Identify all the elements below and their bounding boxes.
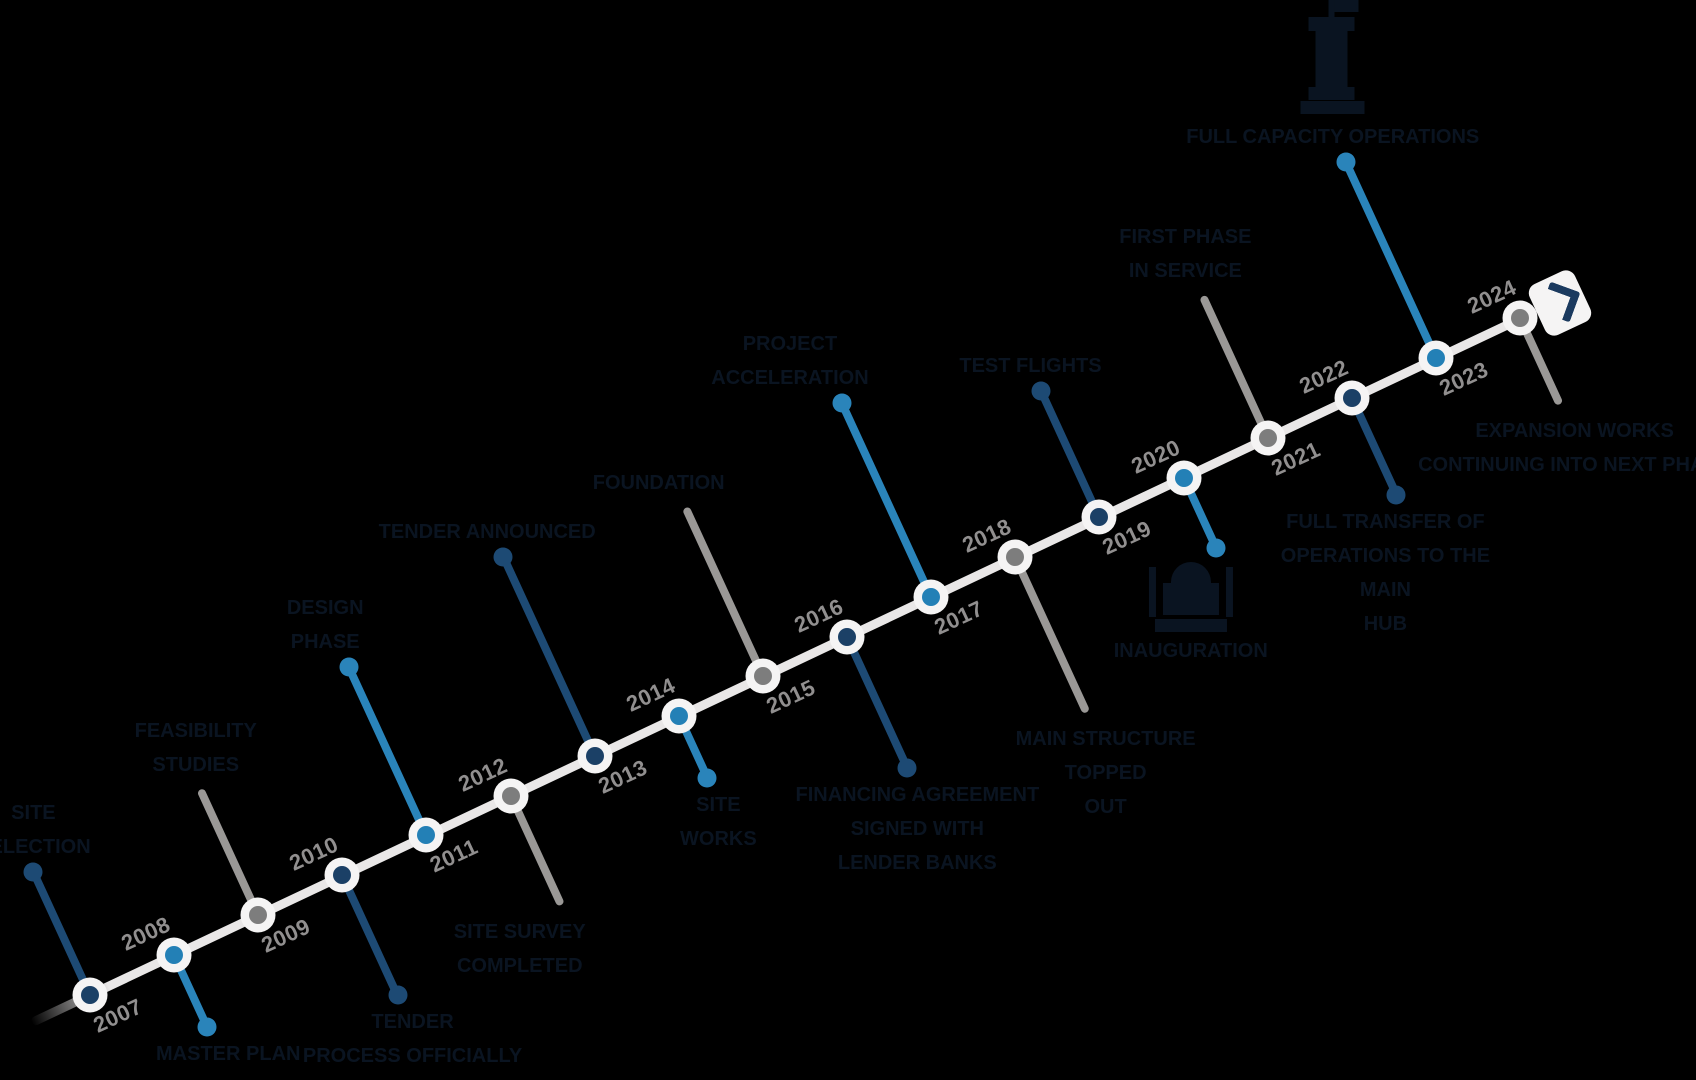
- leader-line: [1037, 389, 1104, 519]
- leader-cap: [1206, 538, 1226, 558]
- milestone-dot: [753, 667, 772, 686]
- event-label: EXPANSION WORKS CONTINUING INTO NEXT PHAS…: [1418, 416, 1696, 480]
- leader-line: [499, 555, 599, 758]
- leader-cap: [697, 768, 717, 788]
- milestone-dot: [922, 587, 941, 606]
- event-label: SITE SURVEY COMPLETED: [454, 917, 586, 981]
- event-label-line: TENDER ANNOUNCED: [378, 520, 596, 543]
- event-label-line: COMPLETED: [456, 954, 583, 977]
- leader-cap: [1031, 381, 1051, 401]
- milestone-dot: [1258, 428, 1277, 447]
- milestone-dot: [1342, 388, 1361, 407]
- milestone-dot: [501, 786, 520, 805]
- event-label-line: HUB: [1363, 612, 1408, 635]
- event-label-line: ACCELERATION: [711, 366, 869, 389]
- leader-cap: [897, 758, 917, 778]
- leader-cap: [1386, 485, 1406, 505]
- event-label-line: EXPANSION WORKS: [1475, 420, 1674, 443]
- event-label-line: TENDER: [371, 1011, 454, 1034]
- monument-icon: [1297, 0, 1369, 118]
- event-label: FINANCING AGREEMENT SIGNED WITH LENDER BAN…: [795, 780, 1039, 878]
- event-label: INAUGURATION: [1114, 560, 1268, 666]
- event-label: PROJECT ACCELERATION: [711, 329, 868, 393]
- event-label-line: FIRST PHASE: [1119, 225, 1252, 248]
- leader-line: [1011, 555, 1091, 714]
- event-label-line: FULL CAPACITY OPERATIONS: [1186, 126, 1480, 149]
- event-label-line: LAUNCHED: [356, 1075, 468, 1080]
- event-label-line: STUDIES: [152, 754, 240, 777]
- event-label-line: FOUNDATION: [592, 472, 725, 495]
- event-label-line: DESIGN: [286, 597, 364, 620]
- milestone-dot: [585, 746, 604, 765]
- event-label-line: SELECTION: [0, 835, 91, 858]
- leader-line: [1198, 294, 1272, 440]
- event-label-line: FULL TRANSFER OF: [1286, 510, 1485, 533]
- milestone-dot: [417, 826, 436, 845]
- leader-cap: [23, 862, 43, 882]
- milestone-dot: [1006, 548, 1025, 567]
- event-label-line: SIGNED WITH: [850, 817, 984, 840]
- event-label-line: OUT: [1084, 796, 1127, 819]
- mosque-icon: [1147, 560, 1235, 632]
- event-label-line: TOPPED: [1064, 762, 1147, 785]
- milestone-dot: [1511, 309, 1530, 328]
- event-label-line: FINANCING AGREEMENT: [795, 783, 1040, 806]
- milestone-dot: [838, 627, 857, 646]
- event-label-line: FEASIBILITY: [134, 720, 257, 743]
- event-label: FULL TRANSFER OF OPERATIONS TO THE MAIN HUB: [1281, 507, 1490, 639]
- milestone-dot: [81, 985, 99, 1004]
- milestone-dot: [165, 945, 184, 964]
- event-label: TEST FLIGHTS: [959, 351, 1101, 381]
- event-label-line: CONTINUING INTO NEXT PHASE: [1418, 454, 1696, 477]
- milestone-dot: [669, 707, 688, 726]
- milestone-dot: [1174, 468, 1193, 487]
- event-label: DESIGN PHASE: [287, 593, 364, 657]
- leader-cap: [493, 547, 513, 567]
- event-label: MASTER PLAN STUDY: [156, 1039, 300, 1080]
- event-label-line: PHASE: [290, 631, 360, 654]
- event-label: TENDER PROCESS OFFICIALLY LAUNCHED: [303, 1007, 522, 1080]
- leader-line: [843, 634, 911, 770]
- milestone-dot: [249, 906, 268, 925]
- event-label-line: INAUGURATION: [1113, 639, 1268, 662]
- event-label-line: OPERATIONS TO THE: [1280, 544, 1491, 567]
- event-label-line: SITE: [696, 794, 741, 817]
- milestone-dot: [1426, 349, 1445, 368]
- leader-line: [345, 665, 431, 838]
- leader-cap: [339, 657, 359, 677]
- leader-cap: [197, 1017, 217, 1037]
- event-label: MAIN STRUCTURE TOPPED OUT: [1016, 724, 1196, 822]
- event-label: FOUNDATION: [593, 468, 725, 498]
- event-label-line: MAIN: [1359, 578, 1411, 601]
- event-label: SITE SELECTION: [0, 798, 91, 862]
- leader-cap: [388, 985, 408, 1005]
- event-label: FIRST PHASE IN SERVICE: [1119, 222, 1251, 286]
- event-label-line: IN SERVICE: [1128, 259, 1242, 282]
- event-label-line: STUDY: [194, 1073, 262, 1080]
- event-label-line: PROJECT: [742, 332, 838, 355]
- event-label-line: PROCESS OFFICIALLY: [302, 1045, 523, 1068]
- milestone-dot: [1090, 508, 1109, 527]
- event-label: TENDER ANNOUNCED: [379, 517, 596, 547]
- leader-line: [838, 401, 935, 599]
- leader-cap: [832, 393, 852, 413]
- event-label-line: SITE SURVEY: [453, 920, 586, 943]
- event-label-line: TEST FLIGHTS: [959, 355, 1102, 378]
- event-label: SITE WORKS: [680, 790, 757, 854]
- leader-line: [682, 506, 767, 679]
- event-label-line: MASTER PLAN: [156, 1042, 301, 1065]
- leader-line: [338, 873, 402, 997]
- event-label: FEASIBILITY STUDIES: [135, 716, 257, 780]
- event-label-line: LENDER BANKS: [837, 851, 997, 874]
- leader-line: [1342, 160, 1440, 360]
- event-label-line: SITE: [11, 801, 56, 824]
- event-label-line: MAIN STRUCTURE: [1015, 728, 1196, 751]
- event-label: FULL CAPACITY OPERATIONS: [1186, 0, 1479, 152]
- event-label-line: WORKS: [680, 828, 757, 851]
- milestone-dot: [333, 866, 352, 885]
- leader-cap: [1336, 152, 1356, 172]
